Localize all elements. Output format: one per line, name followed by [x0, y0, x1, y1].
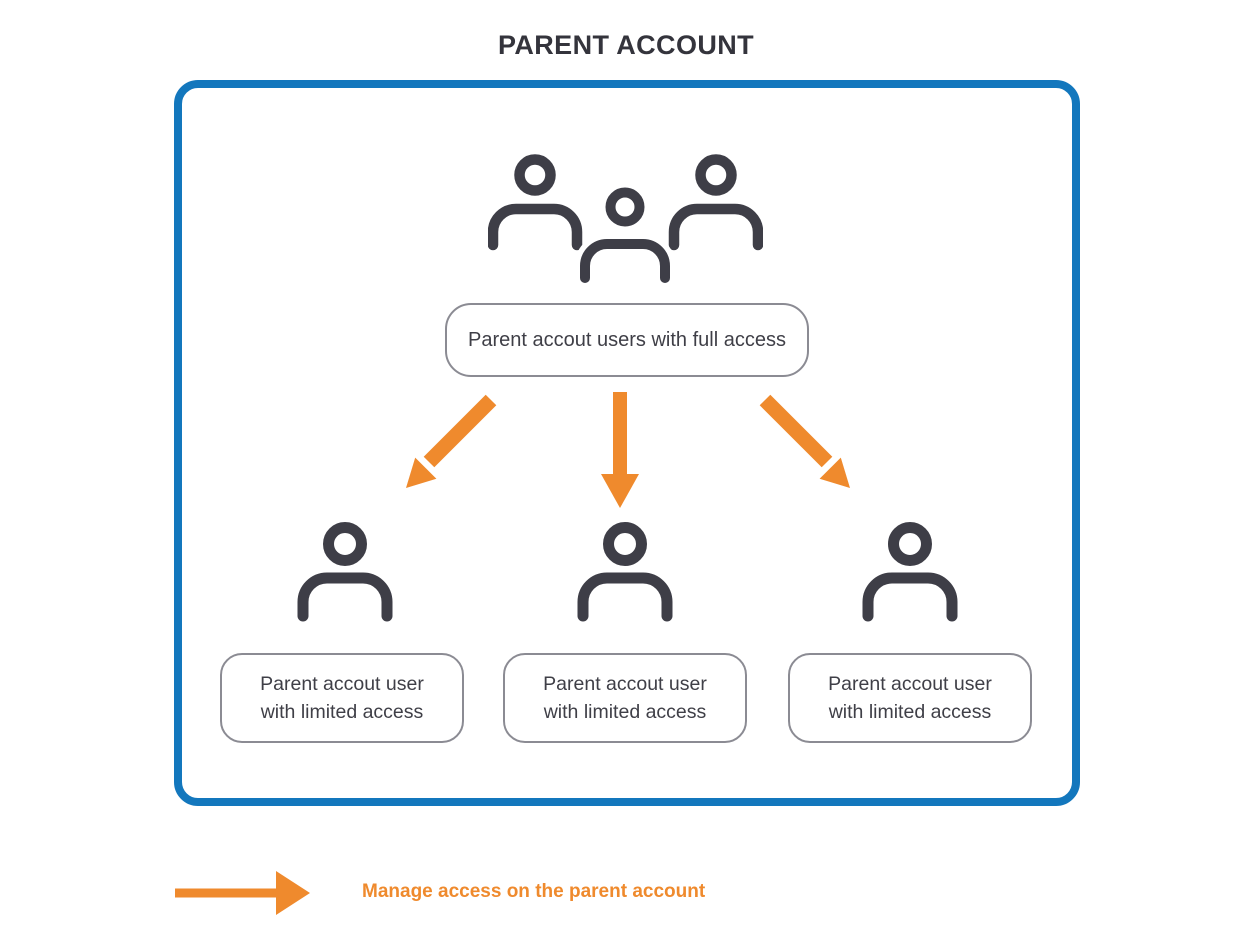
user-icon	[295, 518, 395, 622]
user-icon	[575, 518, 675, 622]
legend-label: Manage access on the parent account	[362, 881, 706, 902]
arrow-down-left-icon	[398, 394, 498, 492]
limited-access-label: Parent accout user with limited access	[260, 673, 424, 723]
arrow-right-icon	[175, 870, 311, 916]
limited-access-box: Parent accout user with limited access	[788, 653, 1032, 743]
full-access-label: Parent accout users with full access	[468, 328, 786, 351]
users-group-icon	[488, 150, 763, 285]
page-title: PARENT ACCOUNT	[497, 30, 755, 60]
limited-access-box: Parent accout user with limited access	[503, 653, 747, 743]
full-access-box: Parent accout users with full access	[445, 303, 809, 377]
arrow-down-icon	[600, 392, 640, 510]
user-icon	[860, 518, 960, 622]
limited-access-box: Parent accout user with limited access	[220, 653, 464, 743]
arrow-down-right-icon	[758, 394, 858, 492]
limited-access-label: Parent accout user with limited access	[543, 673, 707, 723]
limited-access-label: Parent accout user with limited access	[828, 673, 992, 723]
